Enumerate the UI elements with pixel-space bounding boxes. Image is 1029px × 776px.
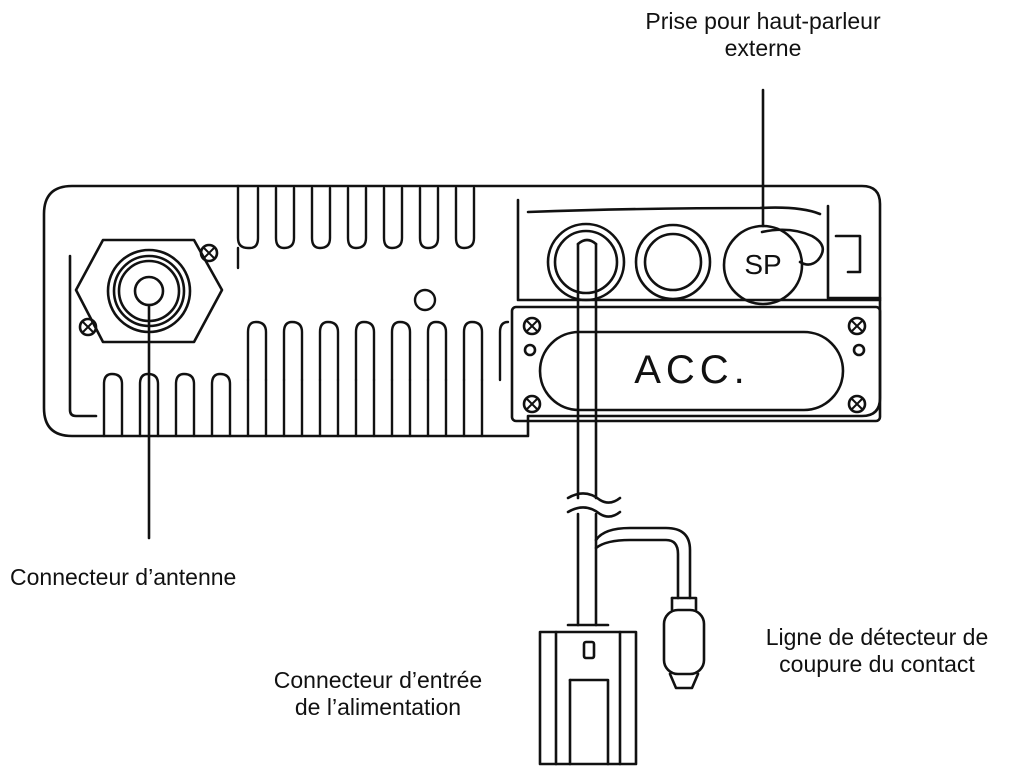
- speaker-caption-line2: externe: [724, 35, 802, 61]
- antenna-connector-caption: Connecteur d’antenne: [10, 564, 330, 591]
- power-socket: [546, 222, 626, 302]
- power-caption-line1: Connecteur d’entrée: [273, 667, 483, 693]
- power-caption-line2: de l’alimentation: [294, 694, 462, 720]
- acc-plate: [510, 305, 882, 423]
- acc-label: ACC.: [634, 348, 750, 392]
- power-connector-caption: Connecteur d’entrée de l’alimentation: [238, 667, 518, 721]
- sp-jack-label: SP: [744, 249, 781, 280]
- power-input-plug: [538, 623, 638, 766]
- connector-panel: [516, 198, 882, 306]
- chassis-outline: [42, 184, 882, 438]
- ignition-sense-caption: Ligne de détecteur de coupure du contact: [730, 624, 1024, 678]
- ignition-sense-plug: [662, 596, 706, 690]
- power-cable: [566, 238, 692, 627]
- antenna-caption-line1: Connecteur d’antenne: [10, 564, 237, 590]
- ignition-caption-line1: Ligne de détecteur de: [765, 624, 989, 650]
- blank-socket: [634, 223, 712, 301]
- speaker-caption-line1: Prise pour haut-parleur: [645, 8, 881, 34]
- speaker-jack-caption: Prise pour haut-parleur externe: [598, 8, 928, 62]
- ignition-caption-line2: coupure du contact: [779, 651, 975, 677]
- chassis-inner-step: [68, 254, 98, 418]
- heatsink-fins: [102, 184, 510, 438]
